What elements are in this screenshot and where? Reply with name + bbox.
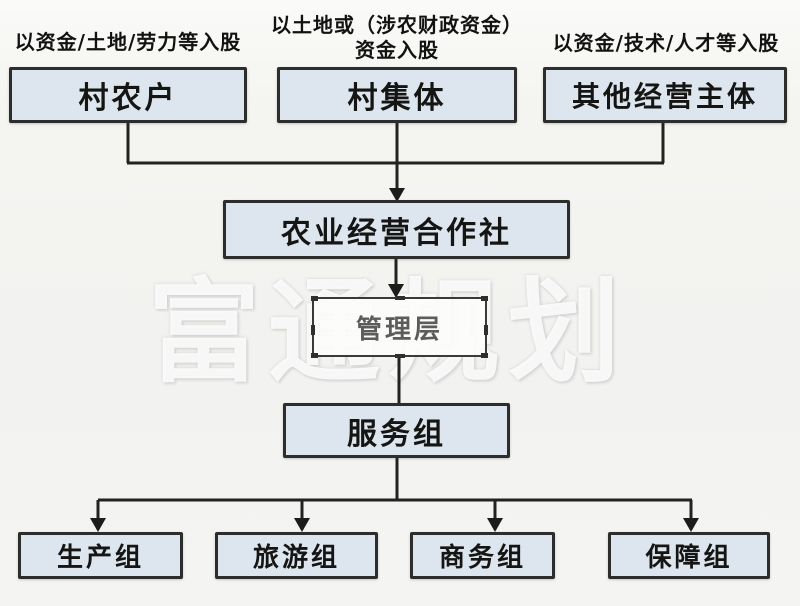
arrowhead-support (683, 518, 699, 532)
selection-handle (481, 296, 488, 301)
arrowhead-tourism (294, 518, 310, 532)
node-village-collective: 村集体 (277, 67, 517, 123)
label-collective-shares-line2: 资金入股 (355, 38, 439, 62)
connector-top-merge (126, 121, 665, 165)
selection-handle (394, 296, 405, 300)
node-business-group: 商务组 (410, 532, 555, 579)
node-tourism-group: 旅游组 (215, 532, 378, 579)
arrowhead-management (388, 284, 404, 298)
label-collective-shares: 以土地或（涉农财政资金） 资金入股 (255, 13, 539, 63)
node-management-layer: 管理层 (311, 296, 488, 358)
selection-handle (394, 354, 405, 358)
label-other-shares: 以资金/技术/人才等入股 (552, 31, 780, 55)
node-production-group: 生产组 (18, 532, 183, 579)
arrowhead-business (487, 518, 503, 532)
label-collective-shares-line1: 以土地或（涉农财政资金） (271, 13, 523, 37)
node-village-farmers: 村农户 (9, 67, 247, 123)
selection-handle (311, 353, 318, 358)
selection-handle (481, 353, 488, 358)
connector-bottom-bar (96, 457, 693, 520)
arrowhead-production (90, 518, 106, 532)
node-management-layer-label: 管理层 (355, 314, 443, 345)
node-agricultural-cooperative: 农业经营合作社 (223, 200, 570, 259)
selection-handle (484, 325, 488, 335)
node-support-group: 保障组 (608, 532, 770, 579)
node-other-operators: 其他经营主体 (543, 67, 787, 123)
selection-handle (311, 325, 315, 335)
label-farmers-shares: 以资金/土地/劳力等入股 (14, 30, 242, 54)
selection-handle (311, 296, 318, 301)
arrowhead-cooperative (389, 188, 405, 202)
node-service-group: 服务组 (283, 403, 510, 458)
